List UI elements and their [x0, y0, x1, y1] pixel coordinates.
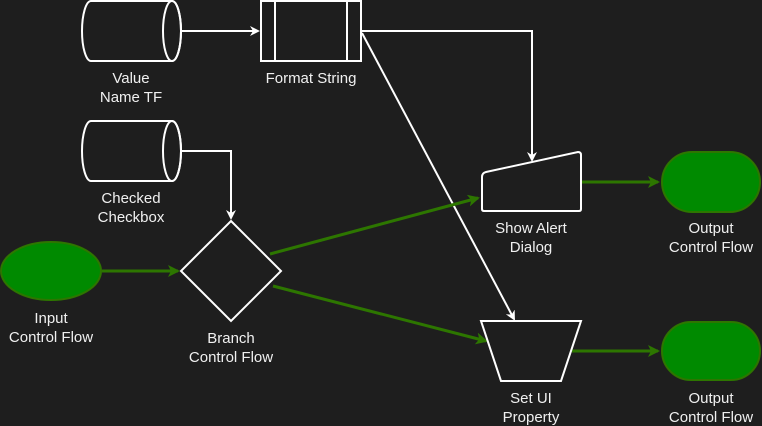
node-checked-checkbox[interactable]: Checked Checkbox: [81, 120, 182, 226]
node-label-line1: Set UI: [510, 390, 552, 407]
node-label-line1: Output: [688, 220, 734, 237]
datastore-cap: [162, 0, 182, 62]
node-value-name-tf[interactable]: Value Name TF: [81, 0, 182, 106]
node-label-line2: Control Flow: [189, 349, 273, 366]
node-label-line1: Value: [112, 70, 149, 87]
node-input-control-flow[interactable]: Input Control Flow: [0, 241, 102, 346]
node-output-control-flow-bottom[interactable]: Output Control Flow: [661, 321, 761, 426]
node-label-line2: Name TF: [100, 89, 162, 106]
node-label-line1: Branch: [207, 330, 255, 347]
control-flow-pill: [661, 321, 761, 381]
edge-branch-to-setui: [272, 284, 488, 345]
datastore-cap: [162, 120, 182, 182]
node-label-line1: Input: [34, 310, 68, 327]
node-label-line2: Property: [503, 409, 560, 426]
edge-format-to-alert: [362, 30, 537, 162]
control-flow-ellipse: [0, 241, 102, 301]
edge-checkbox-to-branch: [182, 150, 236, 220]
node-label-line2: Control Flow: [669, 409, 753, 426]
decision-diamond: [179, 219, 283, 323]
node-label-line2: Checkbox: [98, 209, 165, 226]
trapezoid-shape: [479, 320, 583, 382]
node-set-ui-property[interactable]: Set UI Property: [479, 320, 583, 426]
node-label-line2: Dialog: [510, 239, 553, 256]
node-label-line1: Checked: [101, 190, 160, 207]
node-label-line1: Output: [688, 390, 734, 407]
node-label-line2: Control Flow: [9, 329, 93, 346]
process-shape: [260, 0, 362, 62]
control-flow-pill: [661, 151, 761, 213]
node-show-alert-dialog[interactable]: Show Alert Dialog: [481, 150, 582, 256]
node-format-string[interactable]: Format String: [260, 0, 362, 87]
node-branch-control-flow[interactable]: Branch Control Flow: [179, 219, 283, 366]
edge-branch-to-alert: [269, 194, 480, 256]
node-label-line2: Control Flow: [669, 239, 753, 256]
node-label-line1: Format String: [266, 70, 357, 87]
node-label-line1: Show Alert: [495, 220, 568, 237]
edge-format-to-setui: [361, 32, 515, 321]
manual-input-shape: [481, 150, 582, 212]
node-output-control-flow-top[interactable]: Output Control Flow: [661, 151, 761, 256]
